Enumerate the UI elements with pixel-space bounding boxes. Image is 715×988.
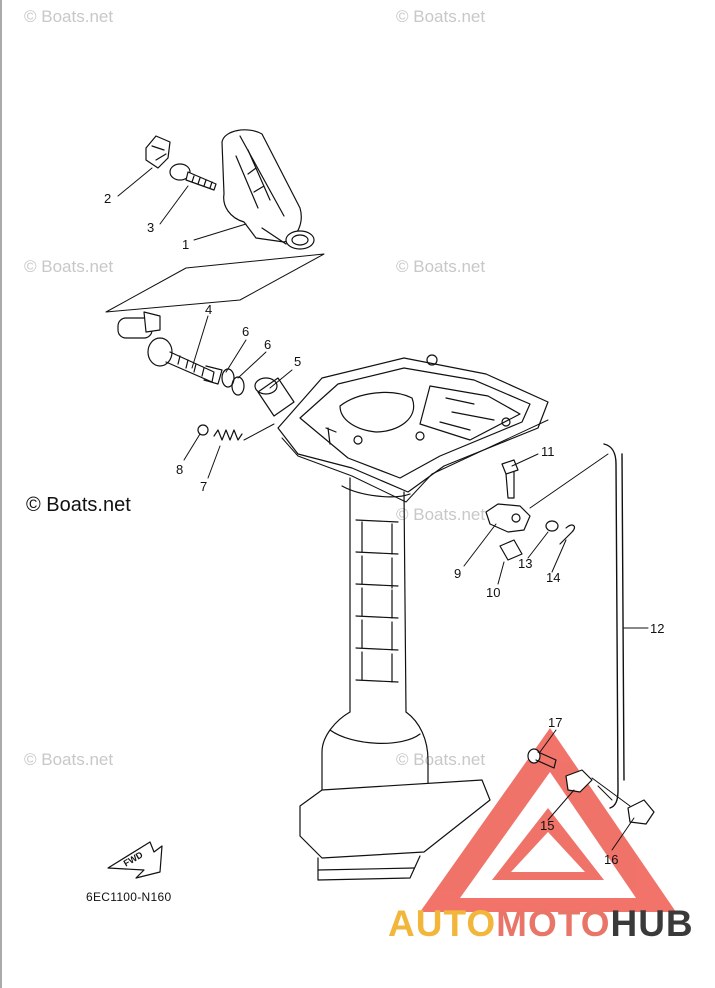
bolt-part xyxy=(169,163,217,191)
ball-part xyxy=(197,424,209,436)
callout-11: 11 xyxy=(541,444,555,459)
callout-7: 7 xyxy=(200,479,207,494)
brand-wordmark: AUTOMOTOHUB xyxy=(388,903,694,945)
callout-1: 1 xyxy=(182,237,189,252)
handle-bracket-part xyxy=(221,129,315,250)
bracket-clamp-part xyxy=(485,503,531,533)
throttle-shaft-part xyxy=(117,311,223,385)
callout-5: 5 xyxy=(294,354,301,369)
copyright-notice: © Boats.net xyxy=(26,494,131,516)
collar-part xyxy=(254,377,295,417)
bolt-part xyxy=(501,459,519,499)
watermark: © Boats.net xyxy=(396,257,485,276)
watermark: © Boats.net xyxy=(24,750,113,769)
callout-15: 15 xyxy=(540,818,554,833)
callout-17: 17 xyxy=(548,715,562,730)
callout-13: 13 xyxy=(518,556,532,571)
fwd-arrow-icon xyxy=(107,841,163,879)
mount-plate xyxy=(277,354,549,503)
brand-part-auto: AUTO xyxy=(388,903,497,944)
brand-part-moto: MOTO xyxy=(496,903,611,944)
watermark: © Boats.net xyxy=(24,257,113,276)
callout-16: 16 xyxy=(604,852,618,867)
callout-3: 3 xyxy=(147,220,154,235)
spring-part xyxy=(213,429,243,441)
control-rod-part xyxy=(603,443,619,809)
bolt-part xyxy=(527,748,557,769)
callout-6: 6 xyxy=(264,337,271,352)
callout-12: 12 xyxy=(650,621,664,636)
callout-4: 4 xyxy=(205,302,212,317)
callout-6: 6 xyxy=(242,324,249,339)
callout-9: 9 xyxy=(454,566,461,581)
watermark: © Boats.net xyxy=(396,7,485,26)
o-ring-part xyxy=(231,376,245,396)
callout-10: 10 xyxy=(486,585,500,600)
watermark: © Boats.net xyxy=(396,750,485,769)
brand-part-hub: HUB xyxy=(610,903,694,944)
shaft-housing xyxy=(299,477,491,881)
leader-lines xyxy=(117,167,649,851)
diagram-code: 6EC1100-N160 xyxy=(86,890,172,904)
callout-2: 2 xyxy=(104,191,111,206)
callout-8: 8 xyxy=(176,462,183,477)
washer-part xyxy=(545,520,559,532)
watermark: © Boats.net xyxy=(396,505,485,524)
cotter-pin-part xyxy=(559,524,576,545)
watermark: © Boats.net xyxy=(24,7,113,26)
retainer-part xyxy=(565,769,593,793)
callout-14: 14 xyxy=(546,570,560,585)
clip-part xyxy=(145,135,171,169)
block-part xyxy=(499,539,523,561)
